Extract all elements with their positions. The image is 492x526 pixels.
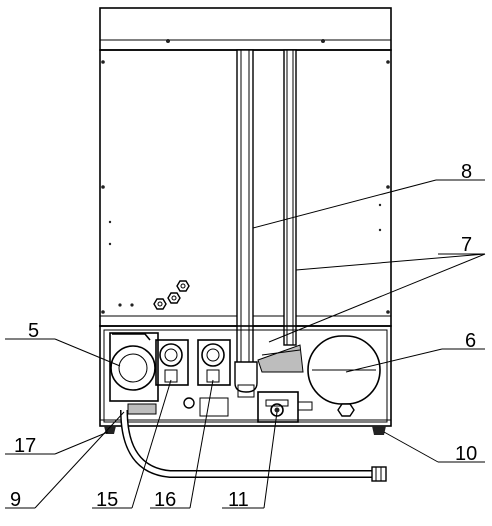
callout-17: 17: [14, 435, 36, 457]
callout-16: 16: [154, 489, 176, 511]
callout-11: 11: [228, 489, 249, 511]
fan-unit: [109, 332, 159, 402]
callout-7: 7: [461, 234, 472, 256]
callout-8: 8: [461, 161, 472, 183]
gas-valve: [257, 391, 313, 423]
callout-6: 6: [465, 330, 476, 352]
valve-16: [197, 339, 231, 386]
expansion-vessel: [307, 335, 381, 417]
callout-10: 10: [455, 443, 477, 465]
top-cap: [99, 7, 392, 51]
flue-pipe-right: [283, 49, 297, 346]
lower-panel: [99, 325, 392, 427]
leader-lines: [5, 179, 486, 509]
callout-5: 5: [28, 320, 39, 342]
callout-15: 15: [96, 489, 118, 511]
valve-15: [155, 339, 189, 386]
fittings: [127, 384, 255, 417]
feet: [104, 426, 386, 435]
callout-9: 9: [10, 489, 21, 511]
flue-pipe-left: [236, 49, 254, 366]
hex-nuts: [118, 280, 190, 310]
flex-hose: [120, 409, 387, 482]
